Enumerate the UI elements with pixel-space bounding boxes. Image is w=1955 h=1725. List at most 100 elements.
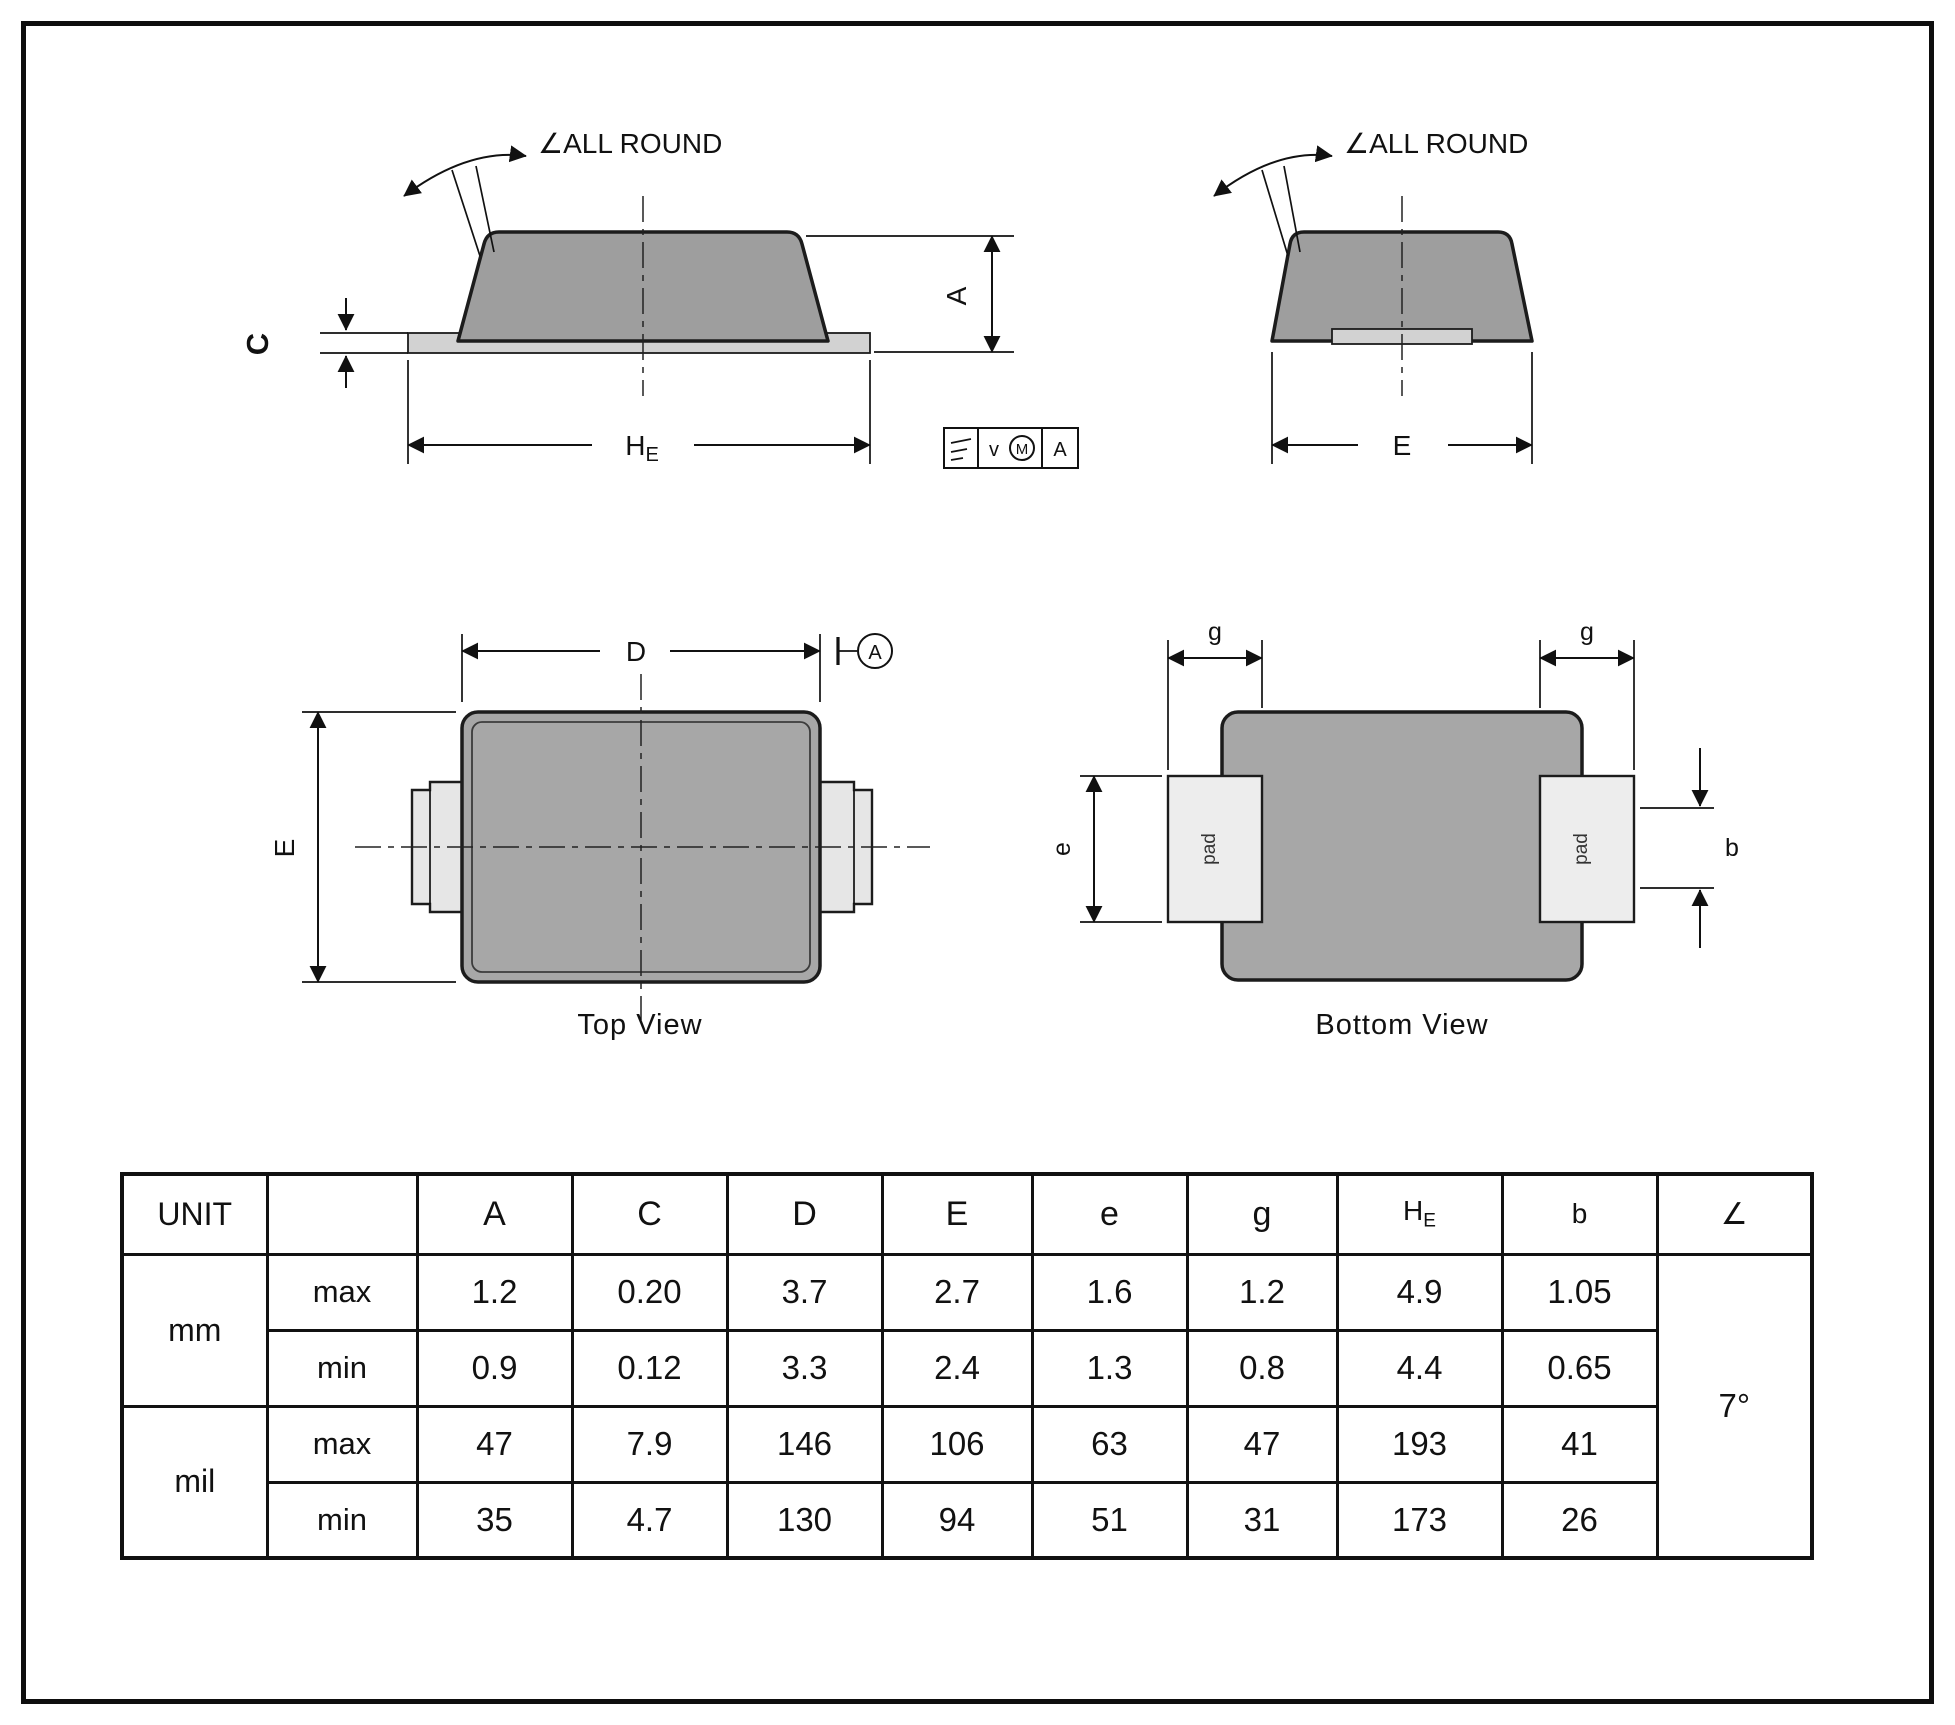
row-label-min: min <box>265 1480 419 1560</box>
table-row-mil-min: min 35 4.7 130 94 51 31 173 26 <box>122 1480 1812 1560</box>
pad-e-dimension-label: e <box>1048 842 1076 856</box>
end-view-package-body <box>1270 230 1534 343</box>
unit-label-mm: mm <box>120 1252 269 1408</box>
table-cell: 130 <box>725 1480 884 1560</box>
table-cell: 31 <box>1185 1480 1339 1560</box>
col-header-d: D <box>725 1172 884 1256</box>
table-cell: 0.20 <box>570 1252 729 1332</box>
col-header-e-lower: e <box>1030 1172 1189 1256</box>
table-cell: 4.4 <box>1335 1328 1504 1408</box>
top-e-extension-lines <box>302 711 456 983</box>
top-view: D A E Top View <box>269 633 930 1041</box>
datum-reference-label: A <box>1053 439 1067 461</box>
table-cell: 94 <box>880 1480 1034 1560</box>
col-header-blank <box>265 1172 419 1256</box>
angle-value-cell: 7° <box>1655 1252 1814 1560</box>
bottom-view-package-body <box>1220 710 1584 982</box>
side-view: ∠ALL ROUND C A HE v M <box>240 128 1079 469</box>
tolerance-frame-box-datum <box>1041 427 1079 469</box>
col-header-unit: UNIT <box>120 1172 269 1256</box>
c-dimension-label: C <box>240 333 275 355</box>
table-cell: 2.7 <box>880 1252 1034 1332</box>
table-cell: 1.6 <box>1030 1252 1189 1332</box>
d-dimension-label: D <box>626 636 646 667</box>
material-modifier-label: M <box>1016 441 1029 458</box>
row-label-max: max <box>265 1252 419 1332</box>
table-cell: 7.9 <box>570 1404 729 1484</box>
side-view-all-round-label: ∠ALL ROUND <box>538 128 722 159</box>
end-view-angle-line-1 <box>1261 169 1289 257</box>
col-header-angle: ∠ <box>1655 1172 1814 1256</box>
end-view: ∠ALL ROUND E <box>1213 128 1534 464</box>
he-label-sub: E <box>645 444 658 466</box>
g-left-dimension-label: g <box>1208 618 1222 646</box>
end-view-angle-arc <box>1213 145 1333 197</box>
table-cell: 0.8 <box>1185 1328 1339 1408</box>
bottom-view-left-pad <box>1166 774 1264 924</box>
he-header-main: H <box>1403 1195 1424 1227</box>
col-header-c: C <box>570 1172 729 1256</box>
side-view-package-body <box>456 230 830 343</box>
material-modifier-circle-icon <box>1009 435 1035 461</box>
col-header-g: g <box>1185 1172 1339 1256</box>
table-cell: 47 <box>1185 1404 1339 1484</box>
table-cell: 146 <box>725 1404 884 1484</box>
table-cell: 1.2 <box>415 1252 574 1332</box>
drawing-border-frame <box>21 21 1934 1704</box>
dimension-table: UNIT A C D E e g HE b ∠ mm max 1.2 0.20 … <box>120 1172 1814 1560</box>
datum-a-circle-icon <box>857 633 893 669</box>
datum-tolerance-frame: v M A <box>943 427 1079 469</box>
seating-plane-symbol-icon <box>950 438 972 461</box>
tolerance-value-label: v <box>989 439 999 461</box>
bottom-view: pad pad g g e b Bottom View <box>1048 618 1739 1041</box>
e-dimension-label: E <box>1393 430 1412 461</box>
table-cell: 3.7 <box>725 1252 884 1332</box>
table-cell: 106 <box>880 1404 1034 1484</box>
col-header-e-upper: E <box>880 1172 1034 1256</box>
side-view-angle-line-1 <box>451 169 481 257</box>
table-header-row: UNIT A C D E e g HE b ∠ <box>120 1172 1814 1256</box>
col-header-b: b <box>1500 1172 1659 1256</box>
he-header-sub: E <box>1423 1211 1436 1233</box>
g-right-dimension-label: g <box>1580 618 1594 646</box>
top-e-dimension-label: E <box>269 839 300 858</box>
b-dimension-label: b <box>1725 834 1739 862</box>
row-label-min: min <box>265 1328 419 1408</box>
tolerance-frame-box-symbol <box>943 427 979 469</box>
datum-a-label: A <box>868 642 882 664</box>
he-label-main: H <box>625 430 645 461</box>
table-cell: 63 <box>1030 1404 1189 1484</box>
col-header-he: HE <box>1335 1172 1504 1256</box>
a-dimension-label: A <box>941 286 972 305</box>
top-view-caption: Top View <box>577 1009 702 1041</box>
table-cell: 0.12 <box>570 1328 729 1408</box>
table-cell: 2.4 <box>880 1328 1034 1408</box>
bottom-view-caption: Bottom View <box>1315 1009 1488 1041</box>
end-view-all-round-label: ∠ALL ROUND <box>1344 128 1528 159</box>
table-cell: 173 <box>1335 1480 1504 1560</box>
table-cell: 1.05 <box>1500 1252 1659 1332</box>
table-cell: 41 <box>1500 1404 1659 1484</box>
table-cell: 1.2 <box>1185 1252 1339 1332</box>
table-cell: 47 <box>415 1404 574 1484</box>
he-dimension-label: HE <box>625 430 659 466</box>
table-cell: 193 <box>1335 1404 1504 1484</box>
col-header-a: A <box>415 1172 574 1256</box>
table-row-mil-max: mil max 47 7.9 146 106 63 47 193 41 <box>120 1404 1812 1560</box>
top-view-right-lead <box>816 780 874 914</box>
table-cell: 35 <box>415 1480 574 1560</box>
side-view-angle-arc <box>403 145 527 197</box>
b-extension-lines <box>1640 807 1714 889</box>
table-cell: 51 <box>1030 1480 1189 1560</box>
table-cell: 0.9 <box>415 1328 574 1408</box>
c-extension-lines <box>320 332 408 354</box>
table-cell: 26 <box>1500 1480 1659 1560</box>
table-cell: 3.3 <box>725 1328 884 1408</box>
pad-e-extension-lines <box>1080 775 1162 923</box>
unit-label-mil: mil <box>120 1404 269 1560</box>
table-cell: 1.3 <box>1030 1328 1189 1408</box>
table-cell: 4.9 <box>1335 1252 1504 1332</box>
table-row-mm-min: min 0.9 0.12 3.3 2.4 1.3 0.8 4.4 0.65 <box>122 1328 1812 1408</box>
table-cell: 0.65 <box>1500 1328 1659 1408</box>
